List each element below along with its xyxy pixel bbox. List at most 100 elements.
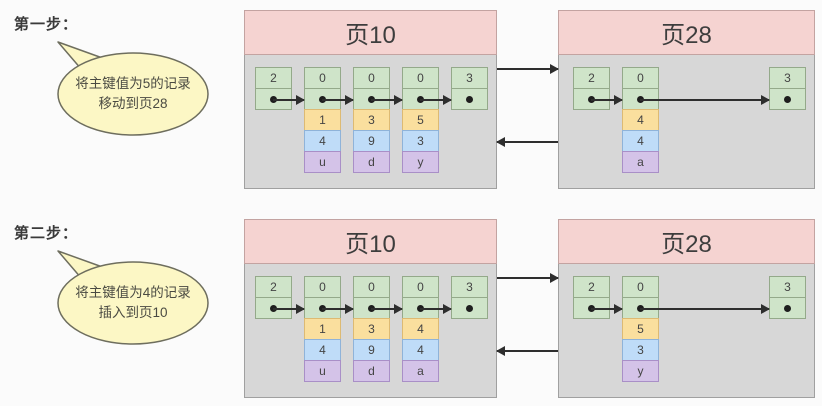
record-field-cell: u	[304, 360, 341, 382]
record-type-cell: 0	[622, 67, 659, 89]
pointer-dot-icon	[466, 304, 473, 312]
next-page-arrow-icon	[497, 273, 559, 283]
record-column: 3	[769, 276, 806, 319]
record-field-cell: 3	[353, 109, 390, 131]
record-type-cell: 0	[353, 276, 390, 298]
page-title: 页28	[661, 231, 712, 258]
prev-page-arrow-icon	[496, 137, 558, 147]
speech-bubble-line: 将主键值为5的记录	[75, 76, 191, 91]
record-field-cell: 1	[304, 109, 341, 131]
record-field-cell: 4	[402, 339, 439, 361]
page-header: 页28	[558, 10, 815, 55]
record-field-cell: d	[353, 151, 390, 173]
record-link-arrow-icon	[273, 95, 305, 105]
speech-bubble-line: 将主键值为4的记录	[75, 285, 191, 300]
record-column: 2	[255, 276, 292, 319]
record-field-cell: 4	[622, 109, 659, 131]
record-type-cell: 3	[769, 67, 806, 89]
record-pointer-cell	[451, 297, 488, 319]
record-type-cell: 3	[769, 276, 806, 298]
record-type-cell: 0	[304, 67, 341, 89]
record-link-arrow-icon	[420, 304, 452, 314]
record-field-cell: 4	[402, 318, 439, 340]
record-column: 3	[451, 276, 488, 319]
record-field-cell: 1	[304, 318, 341, 340]
page-header: 页10	[244, 10, 497, 55]
record-type-cell: 0	[402, 67, 439, 89]
record-type-cell: 2	[255, 67, 292, 89]
record-pointer-cell	[451, 88, 488, 110]
pointer-dot-icon	[784, 304, 791, 312]
record-type-cell: 0	[402, 276, 439, 298]
record-column: 2	[255, 67, 292, 110]
record-field-cell: a	[622, 151, 659, 173]
record-column: 3	[769, 67, 806, 110]
speech-bubble-body	[57, 261, 209, 345]
record-link-arrow-icon	[273, 304, 305, 314]
record-field-cell: y	[622, 360, 659, 382]
pointer-dot-icon	[466, 95, 473, 103]
next-page-arrow-icon	[497, 64, 559, 74]
record-field-cell: 4	[304, 130, 341, 152]
record-link-arrow-icon	[591, 95, 623, 105]
page-header: 页10	[244, 219, 497, 264]
record-field-cell: a	[402, 360, 439, 382]
record-column: 2	[573, 276, 610, 319]
speech-bubble-body	[57, 52, 209, 136]
record-column: 3	[451, 67, 488, 110]
prev-page-arrow-icon	[496, 346, 558, 356]
record-type-cell: 2	[573, 67, 610, 89]
record-pointer-cell	[769, 297, 806, 319]
record-link-arrow-icon	[371, 95, 403, 105]
record-link-arrow-icon	[322, 304, 354, 314]
record-field-cell: 4	[622, 130, 659, 152]
record-link-arrow-icon	[420, 95, 452, 105]
record-type-cell: 2	[255, 276, 292, 298]
record-type-cell: 3	[451, 67, 488, 89]
record-field-cell: 3	[402, 130, 439, 152]
speech-bubble-text: 将主键值为5的记录移动到页28	[43, 74, 223, 114]
record-field-cell: 4	[304, 339, 341, 361]
record-type-cell: 2	[573, 276, 610, 298]
speech-bubble	[57, 41, 209, 136]
pointer-dot-icon	[784, 95, 791, 103]
record-type-cell: 3	[451, 276, 488, 298]
record-link-arrow-icon	[591, 304, 623, 314]
record-type-cell: 0	[622, 276, 659, 298]
step-label: 第二步：	[14, 225, 79, 242]
record-type-cell: 0	[353, 67, 390, 89]
record-field-cell: 3	[622, 339, 659, 361]
step-label: 第一步：	[14, 16, 79, 33]
record-field-cell: 9	[353, 339, 390, 361]
speech-bubble	[57, 250, 209, 345]
page-title: 页28	[661, 22, 712, 49]
speech-bubble-text: 将主键值为4的记录插入到页10	[43, 283, 223, 323]
speech-bubble-line: 移动到页28	[98, 96, 168, 111]
record-link-arrow-icon	[371, 304, 403, 314]
record-field-cell: 9	[353, 130, 390, 152]
record-link-arrow-icon	[322, 95, 354, 105]
record-field-cell: y	[402, 151, 439, 173]
record-field-cell: 3	[353, 318, 390, 340]
record-field-cell: 5	[622, 318, 659, 340]
record-link-arrow-icon	[640, 304, 770, 314]
record-field-cell: d	[353, 360, 390, 382]
